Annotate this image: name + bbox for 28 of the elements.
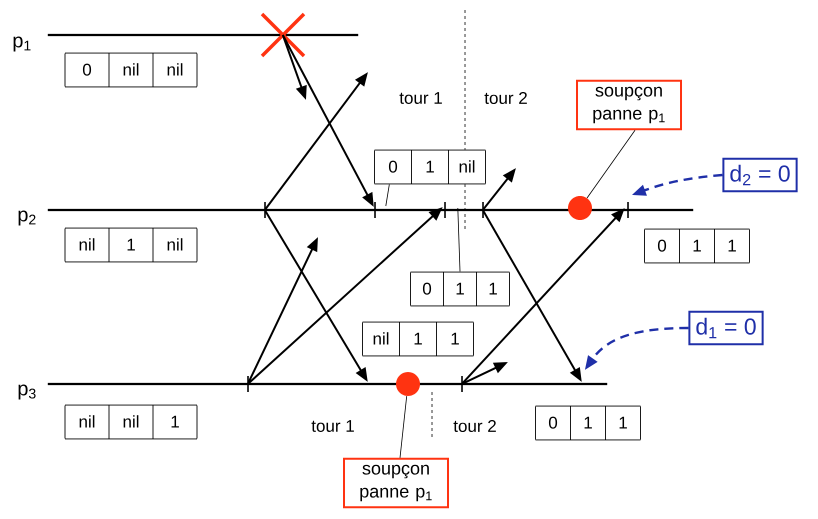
round-label: tour 1 <box>312 420 354 432</box>
timeline <box>48 208 694 212</box>
process-label: p$_{3}$ <box>18 384 36 400</box>
round-label: tour 1 <box>400 92 442 104</box>
marker-dot <box>396 372 420 396</box>
state-table: 0 nil nil <box>64 52 198 88</box>
suspicion-box: soupçon panne p$_{1}$ <box>343 458 449 508</box>
leader-line <box>400 396 408 458</box>
leader-line <box>385 184 390 206</box>
state-table: 0 1 1 <box>535 406 641 440</box>
marker-dot <box>568 196 592 220</box>
state-table: 0 1 1 <box>644 228 750 264</box>
process-label: p$_{1}$ <box>14 36 31 52</box>
state-table: nil 1 nil <box>64 228 198 262</box>
timeline <box>48 382 608 386</box>
state-table: nil nil 1 <box>64 404 198 440</box>
round-label: tour 2 <box>484 92 527 104</box>
process-label: p$_{2}$ <box>18 210 36 226</box>
round-label: tour 2 <box>454 420 496 432</box>
timeline <box>48 34 358 36</box>
state-table: 0 1 nil <box>374 150 486 184</box>
delay-box: d$_{2}$ = 0 <box>722 158 798 192</box>
leader-line <box>586 130 636 198</box>
state-table: 0 1 1 <box>410 272 510 306</box>
delay-box: d$_{1}$ = 0 <box>688 310 764 346</box>
suspicion-box: soupçon panne p$_{1}$ <box>576 80 682 130</box>
leader-line <box>457 208 460 272</box>
state-table: nil 1 1 <box>362 322 474 356</box>
